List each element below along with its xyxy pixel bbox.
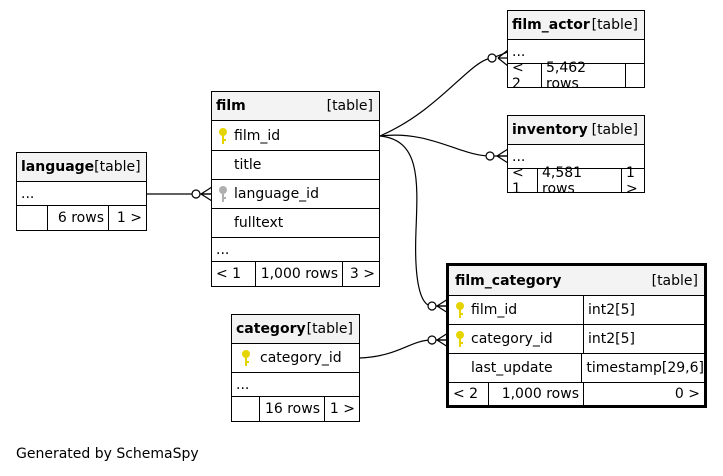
- optional-marker-film-language: [191, 189, 201, 199]
- table-footer: 6 rows 1 >: [17, 206, 146, 230]
- table-footer: 16 rows 1 >: [232, 397, 359, 421]
- optional-marker-film-actor: [487, 53, 497, 63]
- table-header: film [table]: [212, 92, 379, 121]
- row-count: 1,000 rows: [489, 383, 584, 405]
- primary-key-icon: [449, 330, 471, 348]
- column-row: category_id: [232, 344, 359, 373]
- column-name: title: [234, 157, 262, 173]
- table-film-category[interactable]: film_category [table] film_id int2[5] ca…: [446, 263, 707, 408]
- table-footer: < 2 1,000 rows 0 >: [449, 383, 704, 405]
- table-header: film_actor [table]: [508, 11, 644, 40]
- column-ellipsis: ...: [508, 145, 644, 169]
- column-datatype: timestamp[29,6]: [586, 360, 704, 376]
- column-ellipsis: ...: [508, 40, 644, 64]
- primary-key-icon: [232, 349, 260, 367]
- row-count: 16 rows: [260, 397, 325, 421]
- table-name: film: [216, 98, 246, 114]
- foreign-key-icon: [212, 185, 234, 203]
- parents-count: < 2: [508, 60, 542, 92]
- crowfoot-inventory: [496, 148, 509, 164]
- optional-marker-inventory: [485, 151, 495, 161]
- column-row: category_id int2[5]: [449, 325, 704, 354]
- ellipsis-text: ...: [236, 376, 250, 393]
- table-name: inventory: [512, 122, 588, 138]
- table-name: film_actor: [512, 17, 590, 33]
- table-type: [table]: [306, 321, 353, 337]
- table-category[interactable]: category [table] category_id ... 16 rows…: [231, 314, 360, 422]
- column-name: film_id: [471, 302, 518, 318]
- column-row: language_id: [212, 180, 379, 209]
- children-count: 1 >: [329, 401, 355, 417]
- table-name: language: [21, 159, 95, 175]
- table-header: category [table]: [232, 315, 359, 344]
- column-row: last_update timestamp[29,6]: [449, 354, 704, 383]
- column-name: last_update: [471, 360, 553, 376]
- column-name: language_id: [234, 186, 319, 202]
- column-name: category_id: [260, 350, 342, 366]
- parents-count: < 1: [508, 165, 538, 197]
- row-count: 5,462 rows: [542, 60, 626, 92]
- ellipsis-text: ...: [512, 148, 526, 165]
- column-ellipsis: ...: [212, 238, 379, 262]
- table-header: language [table]: [17, 153, 146, 182]
- optional-marker-film-category-category: [427, 335, 437, 345]
- parents-count: [232, 397, 260, 421]
- optional-marker-film-category-film: [427, 301, 437, 311]
- column-datatype: int2[5]: [588, 331, 635, 347]
- column-ellipsis: ...: [232, 373, 359, 397]
- primary-key-icon: [449, 301, 471, 319]
- table-footer: < 2 5,462 rows: [508, 60, 644, 92]
- column-name: film_id: [234, 127, 281, 144]
- table-inventory[interactable]: inventory [table] ... < 1 4,581 rows 1 >: [507, 115, 645, 197]
- column-row: film_id int2[5]: [449, 296, 704, 325]
- crowfoot-film-language: [200, 186, 213, 202]
- column-name: category_id: [471, 331, 553, 347]
- generated-by-text: Generated by SchemaSpy: [16, 446, 199, 462]
- children-count: 0 >: [674, 386, 700, 402]
- children-count: [626, 64, 644, 87]
- ellipsis-text: ...: [512, 43, 526, 60]
- parents-count: < 1: [212, 262, 256, 286]
- relation-film-film-actor: [379, 51, 509, 137]
- table-type: [table]: [651, 272, 698, 289]
- column-name: fulltext: [234, 215, 284, 231]
- children-count: 3 >: [349, 266, 375, 282]
- parents-count: [17, 206, 48, 230]
- table-type: [table]: [326, 98, 373, 114]
- table-name: film_category: [455, 272, 562, 289]
- column-row: fulltext: [212, 209, 379, 238]
- table-header: film_category [table]: [449, 266, 704, 296]
- table-footer: < 1 1,000 rows 3 >: [212, 262, 379, 286]
- row-count: 1,000 rows: [256, 262, 343, 286]
- table-language[interactable]: language [table] ... 6 rows 1 >: [16, 152, 147, 231]
- ellipsis-text: ...: [216, 241, 230, 258]
- row-count: 4,581 rows: [538, 165, 622, 197]
- table-type: [table]: [591, 122, 638, 138]
- primary-key-icon: [212, 127, 234, 145]
- table-type: [table]: [94, 159, 141, 175]
- children-count: 1 >: [626, 164, 638, 197]
- table-film-actor[interactable]: film_actor [table] ... < 2 5,462 rows: [507, 10, 645, 92]
- column-row: title: [212, 151, 379, 180]
- ellipsis-text: ...: [21, 185, 35, 202]
- parents-count: < 2: [449, 383, 489, 405]
- table-type: [table]: [591, 17, 638, 33]
- column-datatype: int2[5]: [588, 302, 635, 318]
- relation-film-film-category: [379, 135, 448, 307]
- row-count: 6 rows: [48, 206, 109, 230]
- table-footer: < 1 4,581 rows 1 >: [508, 164, 644, 197]
- table-name: category: [236, 321, 306, 337]
- table-film[interactable]: film [table] film_id title language_id f…: [211, 91, 380, 287]
- table-header: inventory [table]: [508, 116, 644, 145]
- column-ellipsis: ...: [17, 182, 146, 206]
- crowfoot-film-actor: [497, 49, 509, 67]
- children-count: 1 >: [116, 210, 142, 226]
- column-row: film_id: [212, 121, 379, 151]
